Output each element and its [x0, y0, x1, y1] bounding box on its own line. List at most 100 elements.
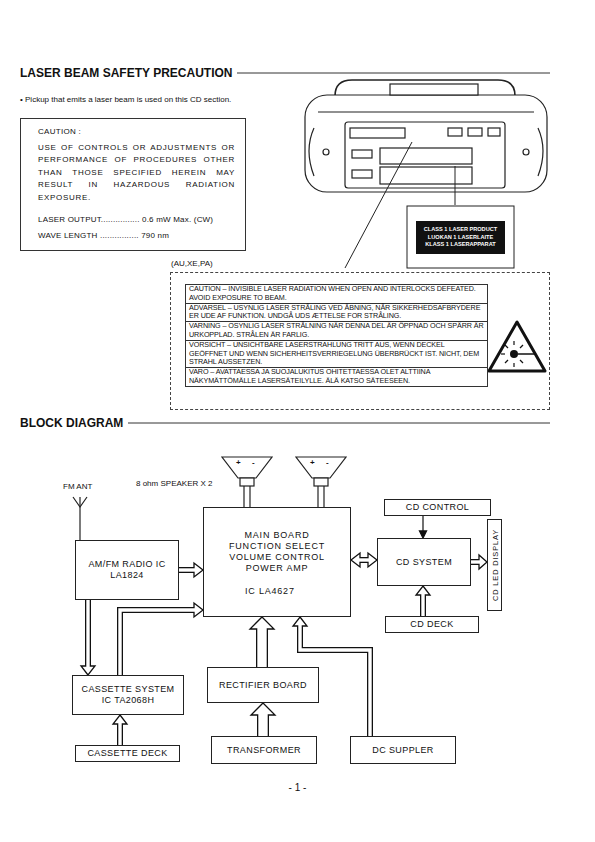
laser-source — [510, 350, 518, 358]
speaker-cone — [222, 457, 272, 478]
label-text: TRANSFORMER — [227, 745, 301, 756]
label-text: USE OF CONTROLS OR ADJUSTMENTS OR PERFOR… — [38, 142, 235, 205]
leader-line — [345, 142, 412, 268]
connector-line — [118, 722, 121, 745]
speaker-wire — [249, 486, 250, 507]
antenna-wire — [79, 497, 80, 540]
speaker-cone — [296, 457, 346, 478]
leader-line — [455, 166, 456, 205]
antenna-label: FM ANT — [63, 482, 92, 492]
warning-triangle — [489, 322, 545, 371]
ray — [501, 353, 505, 354]
signal-arrow — [113, 715, 127, 745]
connector-line — [86, 600, 89, 668]
label-text: IC LA4627 — [245, 586, 295, 597]
signal-arrow — [471, 555, 487, 569]
boombox-illustration — [305, 80, 547, 192]
laser-warning-symbol — [489, 322, 545, 371]
label-frame — [407, 206, 514, 268]
speaker-label: 8 ohm SPEAKER X 2 — [136, 479, 212, 489]
connector-line — [358, 558, 369, 561]
cd-deck-block: CD DECK — [385, 616, 479, 633]
cassette-system-block: CASSETTE SYSTEM IC TA2068H — [72, 675, 184, 715]
label-text: RECTIFIER BOARD — [219, 680, 307, 691]
ray — [505, 345, 508, 348]
label-text: CASSETTE SYSTEM IC TA2068H — [76, 684, 180, 706]
label-text: CD DECK — [410, 619, 453, 630]
connector-line — [257, 627, 266, 667]
label-text: CAUTION – INVISIBLE LASER RADIATION WHEN… — [186, 285, 487, 304]
connector-line — [179, 568, 196, 571]
signal-arrow — [351, 553, 377, 567]
radio-block: AM/FM RADIO IC LA1824 — [75, 540, 179, 600]
ray — [513, 363, 514, 367]
cd-control-block: CD CONTROL — [384, 499, 491, 516]
speaker-side — [538, 128, 543, 176]
speaker-wire — [317, 486, 318, 507]
class1-laser-label: CLASS 1 LASER PRODUCT LUOKAN 1 LASERLAIT… — [416, 221, 505, 254]
speaker-magnet — [240, 478, 254, 486]
tuning-scale — [350, 128, 405, 138]
speaker-wire — [323, 486, 324, 507]
rectifier-board-block: RECTIFIER BOARD — [207, 667, 319, 703]
signal-arrow — [420, 516, 427, 538]
label-text: CD LED DISPLAY — [490, 529, 499, 601]
connector-line — [421, 593, 424, 616]
cassette-door — [380, 148, 472, 164]
polarity-mark: + — [236, 458, 241, 468]
label-text: ADVARSEL – USYNLIG LASER STRÅLING VED ÅB… — [186, 304, 487, 323]
label-text: WAVE LENGTH ................ 790 nm — [38, 230, 235, 243]
page-number: - 1 - — [270, 782, 325, 794]
label-text: LASER OUTPUT................ 0.6 mW Max.… — [38, 214, 235, 227]
section-heading: BLOCK DIAGRAM — [20, 416, 128, 430]
main-board-block: MAIN BOARD FUNCTION SELECT VOLUME CONTRO… — [203, 507, 351, 617]
connector-line — [120, 610, 194, 675]
label-text: CLASS 1 LASER PRODUCT LUOKAN 1 LASERLAIT… — [418, 226, 503, 249]
signal-arrow — [81, 600, 95, 675]
connector-line — [422, 516, 423, 531]
speaker-magnet — [314, 478, 328, 486]
switch — [352, 170, 372, 178]
label-text: CASSETTE DECK — [87, 748, 167, 759]
transformer-block: TRANSFORMER — [211, 736, 317, 764]
switch — [352, 150, 372, 158]
label-text: VARO – AVATTAESSA JA SUOJALUKITUS OHITET… — [186, 368, 487, 386]
ray — [513, 341, 514, 345]
ray — [520, 360, 523, 363]
signal-arrow — [250, 617, 274, 667]
jack — [323, 149, 329, 155]
signal-arrow — [120, 603, 203, 675]
label-text: DC SUPPLER — [372, 745, 434, 756]
signal-arrow — [416, 586, 430, 616]
front-panel — [345, 122, 505, 188]
cd-led-display: CD LED DISPLAY — [487, 519, 502, 611]
label-text: VORSICHT – UNSICHTBARE LASERSTRAHLUNG TR… — [186, 341, 487, 368]
speaker-symbol — [296, 457, 346, 507]
polarity-mark: - — [326, 458, 329, 468]
antenna-symbol — [73, 497, 87, 540]
note-text: • Pickup that emits a laser beam is used… — [20, 95, 231, 105]
connector-line — [258, 713, 267, 736]
arrow-head — [251, 703, 275, 715]
cabinet-edge — [318, 111, 534, 112]
dc-supply-block: DC SUPPLER — [350, 736, 456, 764]
jack — [523, 149, 529, 155]
laser-beam — [518, 353, 534, 355]
signal-arrow — [251, 703, 275, 736]
signal-arrow — [179, 563, 203, 577]
ray — [505, 360, 508, 363]
label-text: (AU,XE,PA) — [171, 259, 213, 268]
caution-box: CAUTION :USE OF CONTROLS OR ADJUSTMENTS … — [20, 118, 246, 251]
polarity-mark: + — [310, 458, 315, 468]
speaker-wire — [243, 486, 244, 507]
warning-text-table: CAUTION – INVISIBLE LASER RADIATION WHEN… — [185, 284, 488, 387]
button — [448, 128, 462, 136]
ray — [520, 345, 523, 348]
cd-lid — [390, 84, 478, 95]
label-text: AM/FM RADIO IC LA1824 — [86, 559, 168, 581]
handle — [335, 80, 515, 96]
label-text: MAIN BOARD FUNCTION SELECT VOLUME CONTRO… — [219, 530, 335, 574]
label-text: VARNING – OSYNLIG LASER STRÅLNING NÄR DE… — [186, 322, 487, 341]
